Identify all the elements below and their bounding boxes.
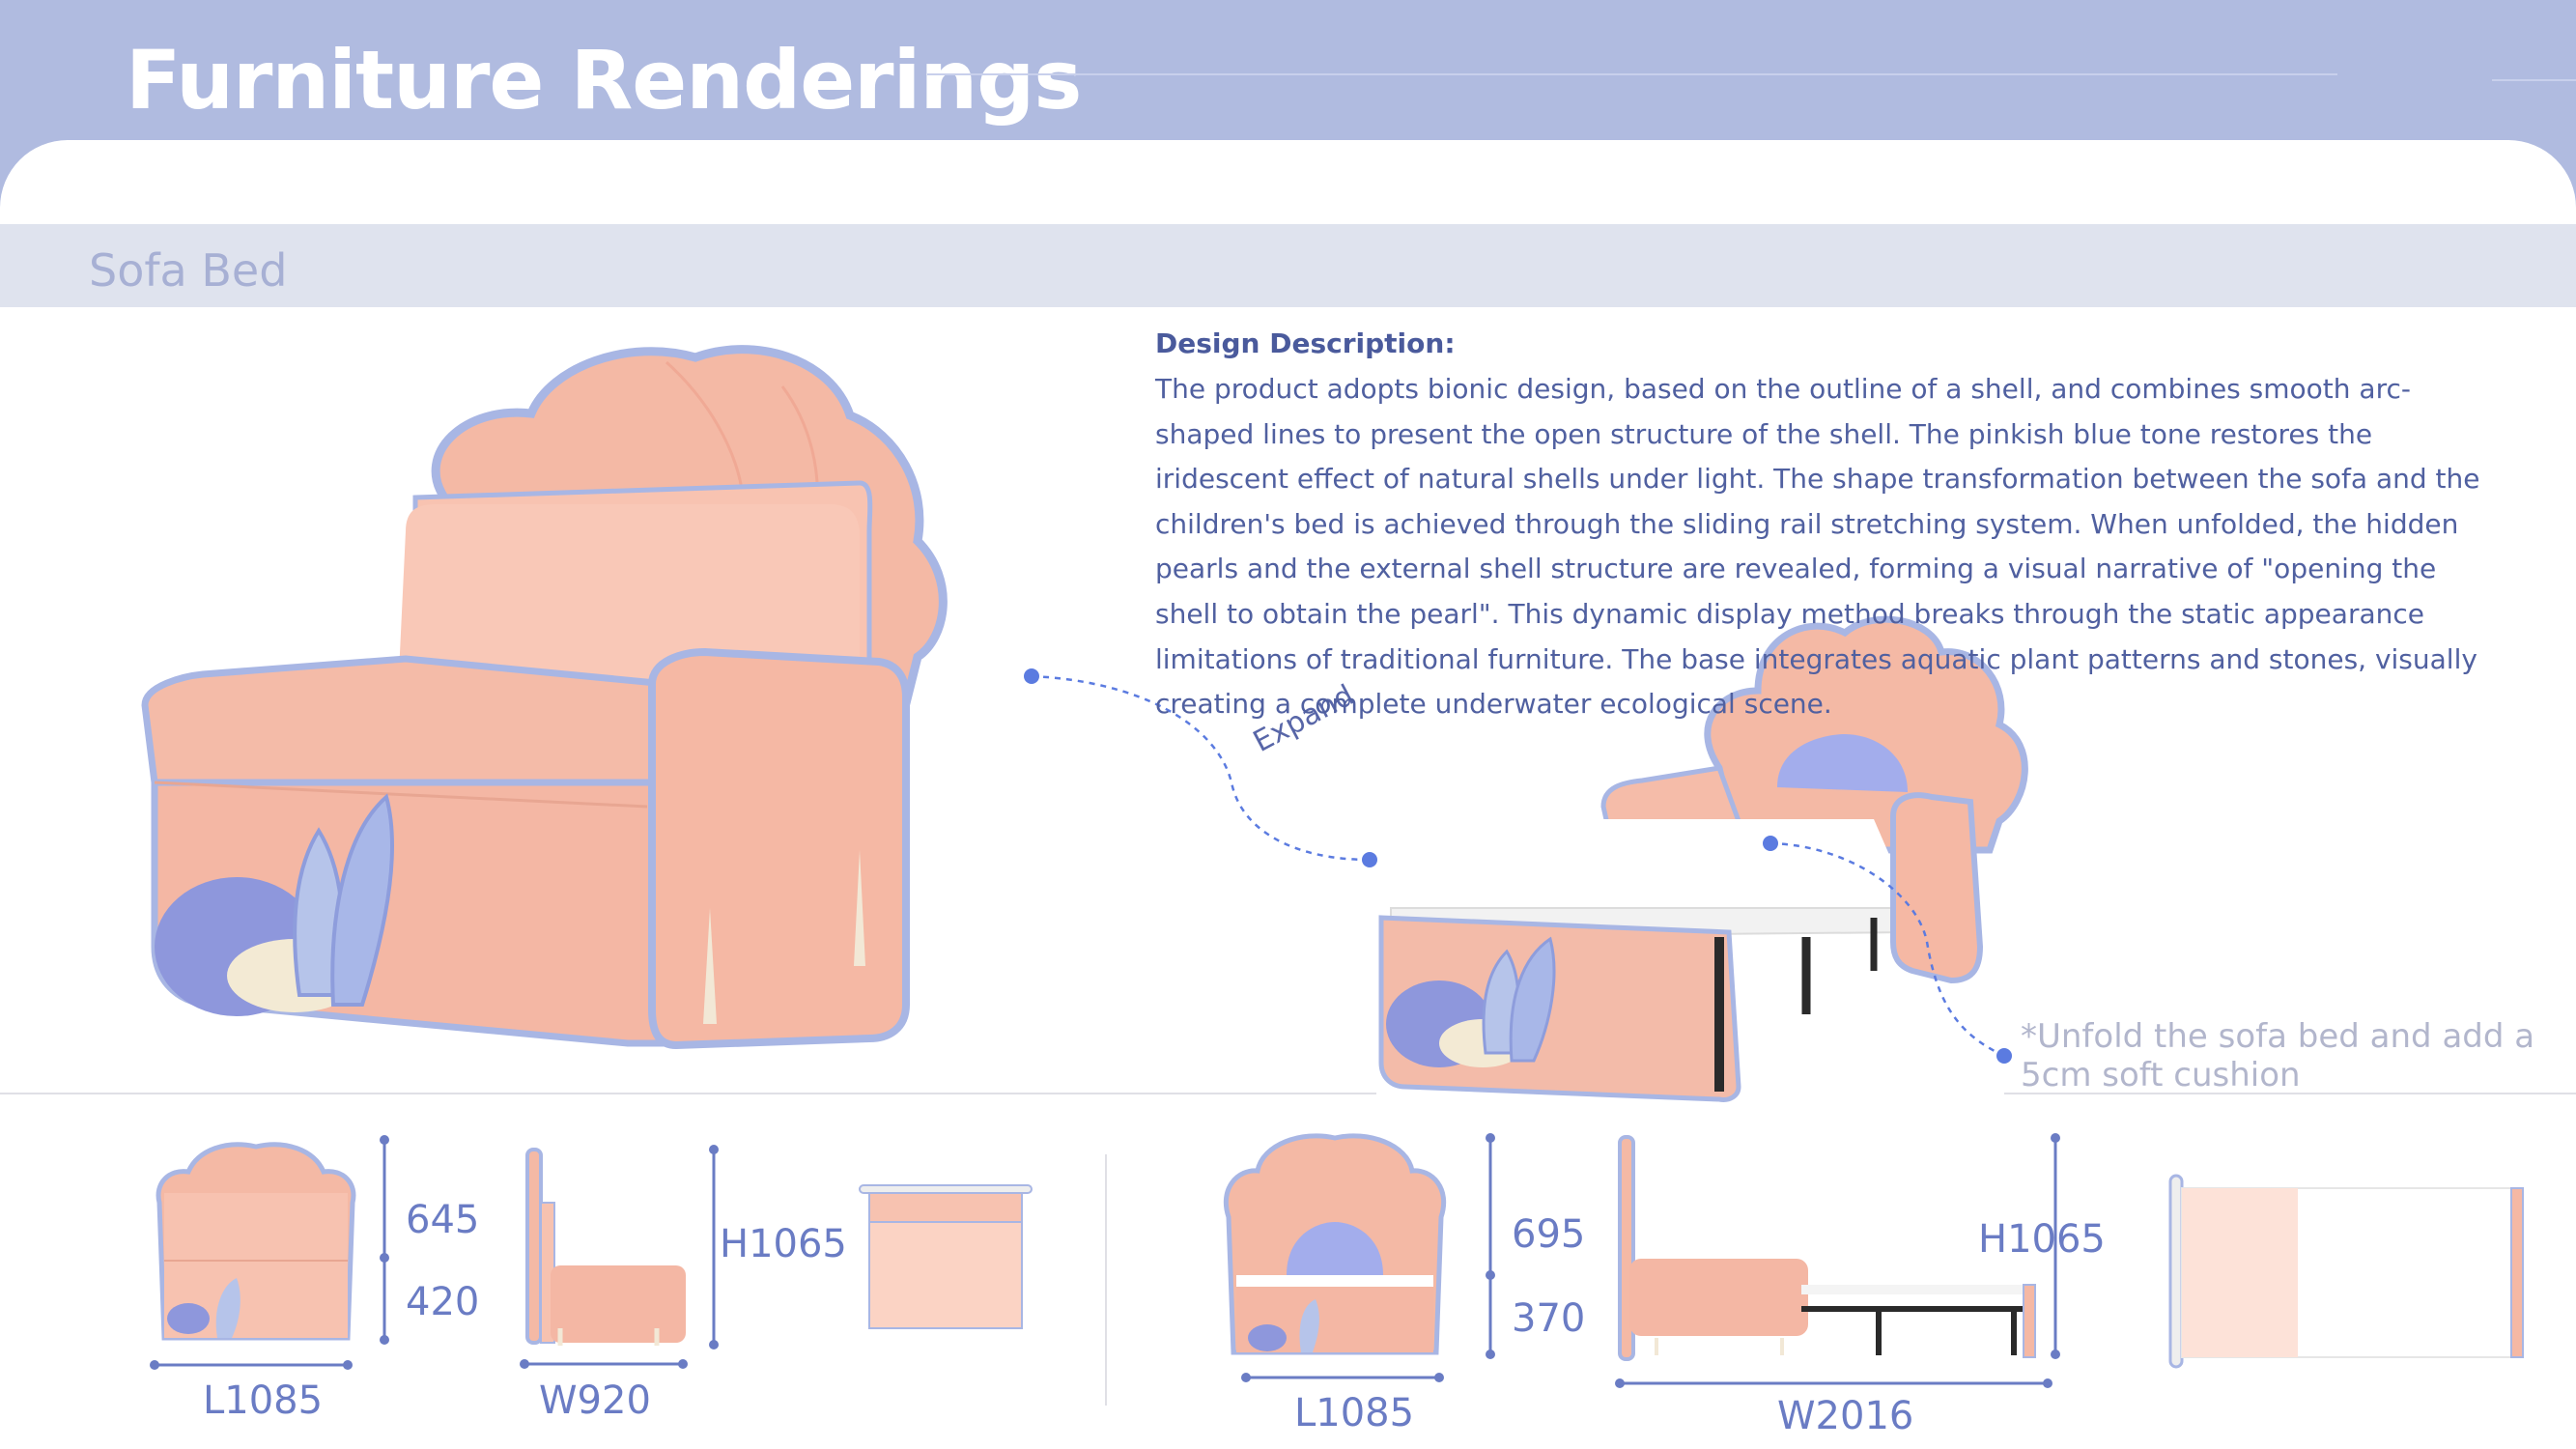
sofa-seat-height: 645 bbox=[406, 1198, 480, 1242]
page-title: Furniture Renderings bbox=[126, 33, 1082, 128]
bed-side-view bbox=[1618, 1135, 2036, 1361]
bed-base-height: 370 bbox=[1512, 1296, 1586, 1341]
cushion-connector bbox=[1763, 836, 2012, 1064]
description-body: The product adopts bionic design, based … bbox=[1155, 373, 2480, 721]
sofa-front-view bbox=[156, 1142, 356, 1341]
description-heading: Design Description: bbox=[1155, 327, 1456, 359]
expand-connector bbox=[1024, 668, 1377, 867]
bed-side-dimension bbox=[1615, 1133, 2060, 1388]
bed-width: W2016 bbox=[1777, 1394, 1914, 1438]
sofa-top-view bbox=[859, 1184, 1033, 1329]
bed-height: H1065 bbox=[1978, 1217, 2106, 1262]
bed-seat-height: 695 bbox=[1512, 1212, 1586, 1257]
bed-front-view bbox=[1223, 1133, 1447, 1355]
sofa-side-view bbox=[525, 1148, 686, 1346]
bed-top-view bbox=[2168, 1174, 2524, 1369]
unfold-note: *Unfold the sofa bed and add a 5cm soft … bbox=[2021, 1017, 2535, 1094]
left-divider bbox=[0, 1093, 1376, 1094]
sofa-height: H1065 bbox=[720, 1222, 847, 1266]
section-band bbox=[0, 224, 2576, 307]
sofa-length: L1085 bbox=[203, 1378, 324, 1423]
right-divider bbox=[2004, 1093, 2576, 1094]
sofa-front-dimension bbox=[150, 1135, 389, 1370]
bed-length: L1085 bbox=[1294, 1391, 1415, 1435]
bed-front-dimension bbox=[1241, 1133, 1495, 1382]
section-title: Sofa Bed bbox=[89, 244, 288, 297]
sofa-width: W920 bbox=[539, 1378, 651, 1423]
sofa-base-height: 420 bbox=[406, 1280, 480, 1324]
bed-rendering bbox=[1378, 615, 2028, 1102]
views-divider bbox=[1105, 1154, 1107, 1406]
title-rule bbox=[927, 73, 2337, 75]
sofa-rendering bbox=[141, 345, 948, 1050]
title-rule-short bbox=[2492, 79, 2576, 81]
sofa-side-dimension bbox=[520, 1145, 719, 1369]
